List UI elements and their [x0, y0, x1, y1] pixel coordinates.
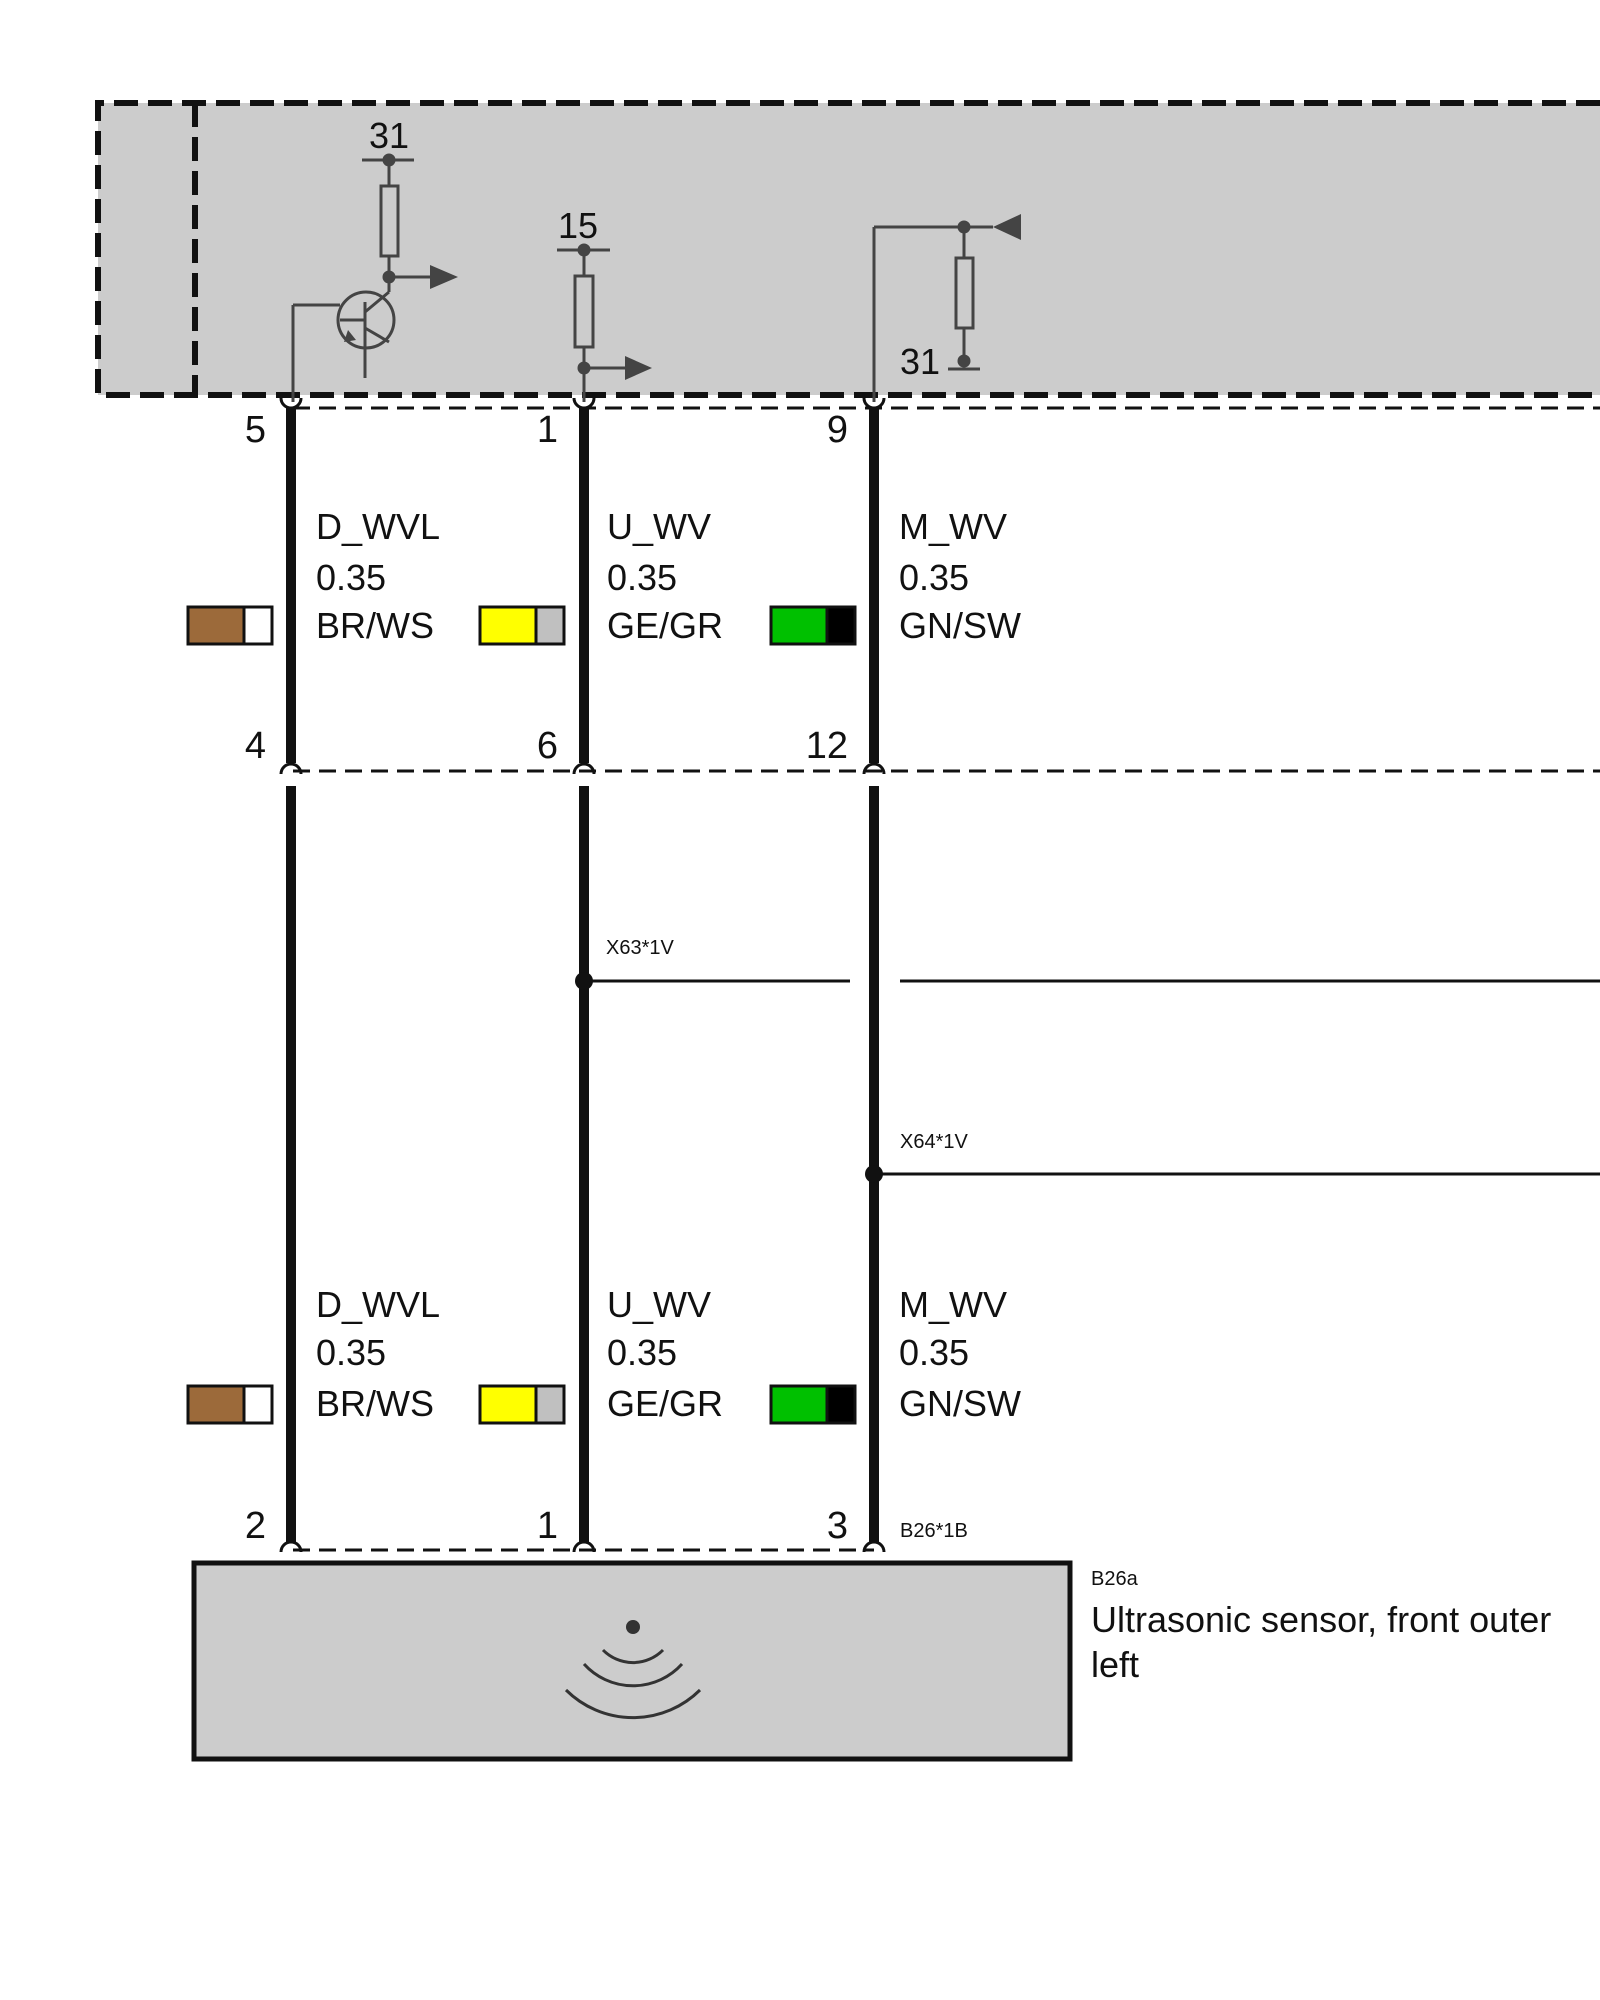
upper-m-wv-swatch-primary — [769, 605, 829, 646]
upper-u-wv-signal: U_WV — [607, 506, 711, 547]
middle-pin-1: 4 — [245, 725, 266, 767]
lower-d-wvl-swatch-secondary — [242, 1384, 274, 1425]
transistor-circuit — [291, 153, 458, 402]
middle-pin-2: 6 — [537, 725, 558, 767]
connector-b26-label: B26*1B — [900, 1520, 968, 1542]
control-unit-body — [98, 103, 1600, 395]
upper-d-wvl-signal: D_WVL — [316, 506, 440, 547]
ultrasonic-wave-icon — [564, 1620, 702, 1720]
component-name-line1: Ultrasonic sensor, front outer — [1091, 1599, 1551, 1640]
lower-d-wvl-signal: D_WVL — [316, 1284, 440, 1325]
ground-31-label: 31 — [900, 341, 940, 382]
control-unit — [95, 100, 1600, 398]
input-arrow-icon — [993, 214, 1021, 240]
lower-swatches — [186, 1384, 857, 1425]
upper-d-wvl-swatch-primary — [186, 605, 246, 646]
output-arrow-icon — [625, 356, 652, 380]
upper-d-wvl-size: 0.35 — [316, 557, 386, 598]
upper-m-wv-color: GN/SW — [899, 605, 1021, 646]
lower-u-wv-color: GE/GR — [607, 1383, 723, 1424]
lower-pin-3: 3 — [827, 1505, 848, 1547]
splice-x64-label: X64*1V — [900, 1131, 968, 1153]
upper-swatches — [186, 605, 857, 646]
lower-m-wv-color: GN/SW — [899, 1383, 1021, 1424]
lower-pin-1: 2 — [245, 1505, 266, 1547]
middle-pin-3: 12 — [806, 725, 848, 767]
lower-d-wvl-color: BR/WS — [316, 1383, 434, 1424]
ground-31-circuit — [872, 214, 1021, 402]
control-unit-border — [95, 100, 1600, 398]
lower-d-wvl-size: 0.35 — [316, 1332, 386, 1373]
upper-m-wv-size: 0.35 — [899, 557, 969, 598]
lower-m-wv-signal: M_WV — [899, 1284, 1007, 1325]
upper-pin-2: 1 — [537, 409, 558, 451]
lower-u-wv-size: 0.35 — [607, 1332, 677, 1373]
splice-x63: X63*1V — [575, 937, 1600, 990]
lower-m-wv-swatch-secondary — [825, 1384, 857, 1425]
upper-m-wv-signal: M_WV — [899, 506, 1007, 547]
upper-u-wv-size: 0.35 — [607, 557, 677, 598]
upper-u-wv-swatch-primary — [478, 605, 538, 646]
lower-m-wv-size: 0.35 — [899, 1332, 969, 1373]
supply-15-label: 15 — [558, 205, 598, 246]
lower-u-wv-swatch-secondary — [534, 1384, 566, 1425]
ultrasonic-sensor — [191, 1560, 1073, 1762]
sensor-body — [191, 1560, 1073, 1762]
upper-u-wv-swatch-secondary — [534, 605, 566, 646]
component-name-line2: left — [1091, 1644, 1139, 1685]
upper-d-wvl-swatch-secondary — [242, 605, 274, 646]
pin-terminals — [279, 397, 886, 1553]
lower-d-wvl-swatch-primary — [186, 1384, 246, 1425]
upper-m-wv-swatch-secondary — [825, 605, 857, 646]
splice-x63-label: X63*1V — [606, 937, 674, 959]
upper-pin-1: 5 — [245, 409, 266, 451]
upper-pin-3: 9 — [827, 409, 848, 451]
lower-pin-2: 1 — [537, 1505, 558, 1547]
upper-u-wv-color: GE/GR — [607, 605, 723, 646]
output-arrow-icon — [430, 265, 458, 289]
supply-31-label: 31 — [369, 115, 409, 156]
upper-d-wvl-color: BR/WS — [316, 605, 434, 646]
lower-m-wv-swatch-primary — [769, 1384, 829, 1425]
splice-x64: X64*1V — [865, 1131, 1600, 1183]
lower-u-wv-swatch-primary — [478, 1384, 538, 1425]
component-code: B26a — [1091, 1568, 1139, 1590]
lower-u-wv-signal: U_WV — [607, 1284, 711, 1325]
supply-15-circuit — [557, 243, 652, 402]
